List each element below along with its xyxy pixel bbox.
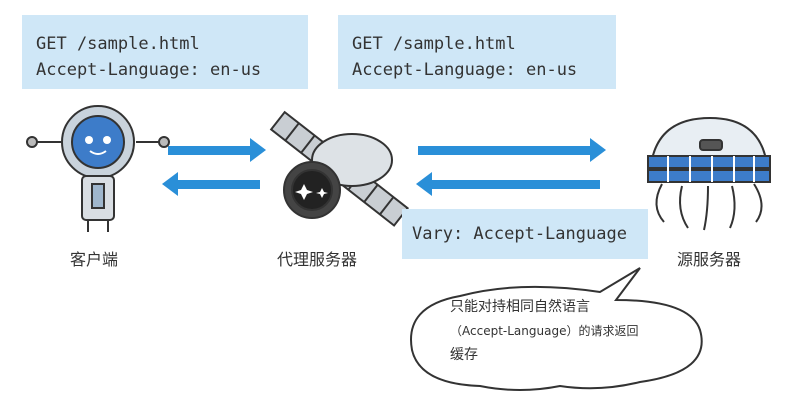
request-line: GET /sample.html <box>352 34 516 54</box>
proxy-server-label: 代理服务器 <box>277 250 358 269</box>
note-line-2: （Accept-Language）的请求返回 <box>450 324 639 338</box>
robot-client-icon <box>26 105 170 232</box>
proxy-satellite-icon <box>269 110 410 227</box>
arrow-origin-to-proxy <box>416 172 600 196</box>
note-line-1: 只能对持相同自然语言 <box>450 299 590 315</box>
client-request-header-box: GET /sample.html Accept-Language: en-us <box>22 15 308 89</box>
arrow-proxy-to-client <box>162 172 260 196</box>
accept-language-line: Accept-Language: en-us <box>352 60 578 80</box>
response-vary-header-box: Vary: Accept-Language <box>402 209 648 259</box>
arrow-client-to-proxy <box>168 138 266 162</box>
note-text: 只能对持相同自然语言 （Accept-Language）的请求返回 缓存 <box>450 295 638 367</box>
origin-server-dome-icon <box>647 116 771 231</box>
request-line: GET /sample.html <box>36 34 200 54</box>
vary-line: Vary: Accept-Language <box>412 224 627 244</box>
arrow-proxy-to-origin <box>418 138 606 162</box>
note-speech-bubble <box>410 267 703 391</box>
client-label: 客户端 <box>70 250 119 269</box>
origin-server-label: 源服务器 <box>677 250 742 269</box>
accept-language-line: Accept-Language: en-us <box>36 60 262 80</box>
note-line-3: 缓存 <box>450 347 478 363</box>
proxy-request-header-box: GET /sample.html Accept-Language: en-us <box>338 15 616 89</box>
